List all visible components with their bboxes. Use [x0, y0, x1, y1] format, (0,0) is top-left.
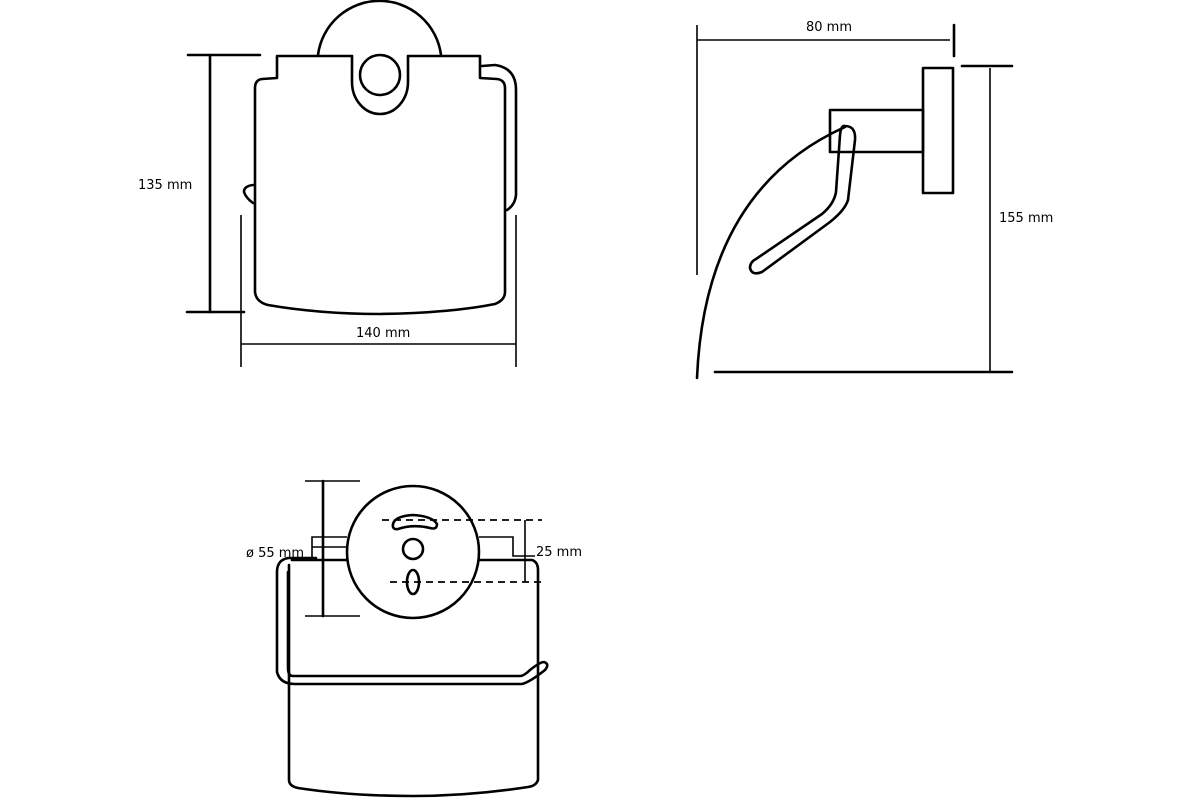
pivot-knob — [358, 53, 402, 97]
wire-handle — [748, 124, 857, 275]
height-label: 135 mm — [138, 178, 192, 193]
side-handle — [480, 63, 518, 212]
wall-plate — [921, 66, 955, 195]
roll-outline — [287, 558, 540, 798]
spacing-label: 25 mm — [536, 545, 582, 560]
lid-outline — [253, 54, 507, 316]
lid-notch — [350, 54, 410, 116]
front-view: 135 mm 140 mm — [138, 0, 518, 367]
arm — [828, 108, 925, 154]
wall-plate-circle — [345, 484, 481, 620]
mount-tabs — [311, 536, 347, 557]
depth-label: 80 mm — [806, 20, 852, 35]
mounting-hole — [401, 537, 425, 561]
roll-handle — [275, 556, 549, 686]
diameter-label: ø 55 mm — [246, 546, 304, 561]
height-label: 155 mm — [999, 211, 1053, 226]
mounting-slot — [391, 513, 439, 531]
wall-plate-arc — [316, 0, 443, 57]
top-view: 25 mm ø 55 mm — [246, 479, 582, 798]
lid-curve — [695, 125, 847, 380]
width-label: 140 mm — [356, 326, 410, 341]
side-knob — [242, 183, 255, 205]
bracket-right — [479, 536, 535, 557]
side-view: 80 mm 155 mm — [695, 20, 1053, 380]
